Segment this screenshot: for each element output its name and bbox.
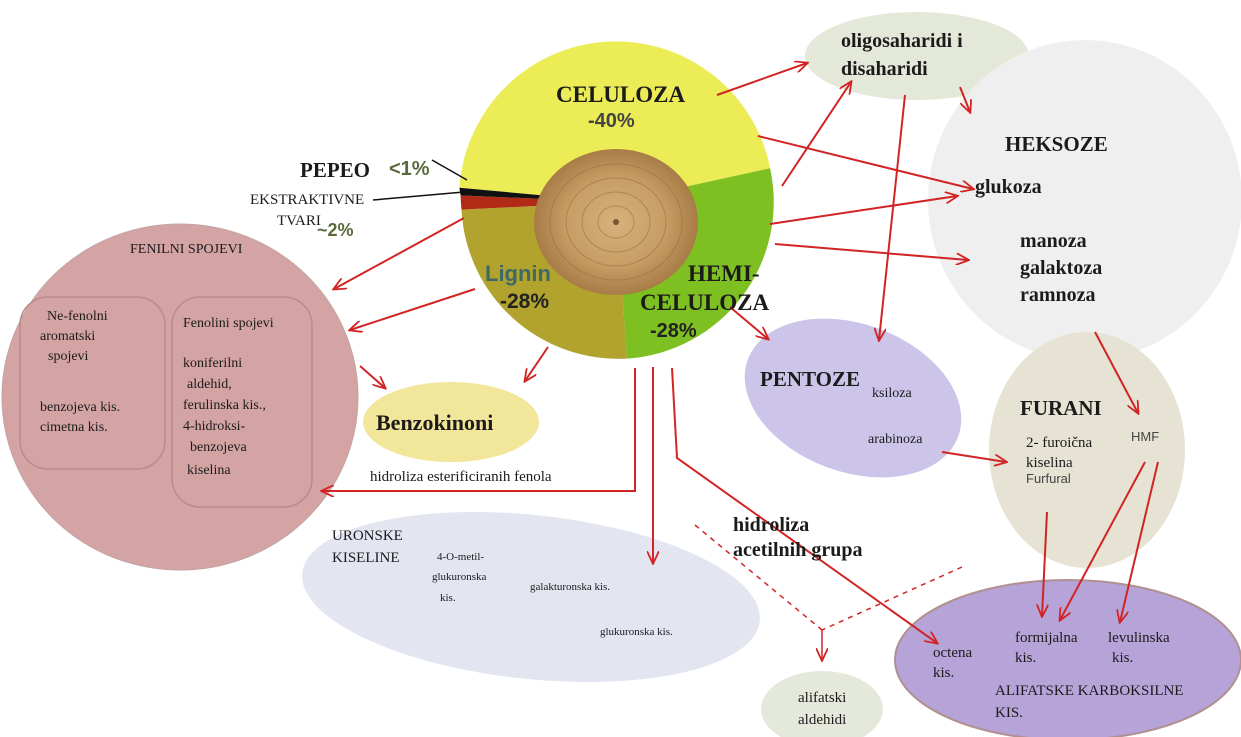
alifatske-title-1: ALIFATSKE KARBOKSILNE xyxy=(995,683,1184,699)
fenolini-line-6: benzojeva xyxy=(190,440,247,455)
oligo-line-2: disaharidi xyxy=(841,58,928,80)
pepeo-pct: <1% xyxy=(389,158,430,180)
aldehidi-ellipse xyxy=(761,671,883,737)
alifatske-ellipse xyxy=(894,579,1241,737)
formijalna-line-2: kis. xyxy=(1015,650,1037,666)
furani-circle xyxy=(989,332,1185,568)
pentoze-ellipse xyxy=(744,318,962,478)
hemi-pct: -28% xyxy=(650,320,697,342)
hemi-label: HEMI- xyxy=(688,261,760,286)
levulinska-line-2: kis. xyxy=(1112,650,1134,666)
levulinska-line-1: levulinska xyxy=(1108,630,1170,646)
manoza-label: manoza xyxy=(1020,230,1087,252)
fenolini-line-4: ferulinska kis., xyxy=(183,398,266,413)
arrow-hemi-manoza xyxy=(774,243,968,260)
ekstrakt-pct: ~2% xyxy=(317,220,354,240)
ekstrakt-label-2: TVARI xyxy=(277,213,321,229)
formijalna-line-1: formijalna xyxy=(1015,630,1078,646)
benzokinoni-label: Benzokinoni xyxy=(376,410,494,435)
fenolini-line-5: 4-hidroksi- xyxy=(183,419,246,434)
fenolini-box xyxy=(171,296,313,508)
acetil-line-2: acetilnih grupa xyxy=(733,539,863,561)
heksoze-circle xyxy=(928,40,1241,360)
central-pie xyxy=(459,41,774,359)
furoicna-line-1: 2- furoična xyxy=(1026,435,1093,451)
furfural-label: Furfural xyxy=(1026,471,1071,486)
fenolini-line-1: Fenolini spojevi xyxy=(183,316,274,331)
arrow-hemi-oligo xyxy=(781,82,851,187)
ekstrakt-label-1: EKSTRAKTIVNE xyxy=(250,192,365,208)
alifatske-title-2: KIS. xyxy=(995,705,1023,721)
octena-line-1: octena xyxy=(933,645,973,661)
uronske-item1-line3: kis. xyxy=(440,592,456,604)
fenilni-title: FENILNI SPOJEVI xyxy=(130,242,243,257)
arrow-celuloza-glukoza xyxy=(757,135,973,189)
arrow-oligo-pentoze xyxy=(879,94,906,340)
aldehidi-line-1: alifatski xyxy=(798,690,847,706)
nefenolni-line-1: Ne-fenolni xyxy=(47,309,108,324)
arrow-arabinoza-furani xyxy=(941,451,1006,462)
uronske-item3: glukuronska kis. xyxy=(600,626,673,638)
fenolini-line-3: aldehid, xyxy=(187,377,232,392)
hmf-label: HMF xyxy=(1131,429,1160,444)
hemi-label-2: CELULOZA xyxy=(640,290,770,315)
heksoze-title: HEKSOZE xyxy=(1005,132,1108,156)
uronske-title-1: URONSKE xyxy=(332,528,403,544)
nefenolni-line-4: benzojeva kis. xyxy=(40,400,121,415)
arrow-pie-fenilni xyxy=(334,217,465,289)
ekstrakt-leader xyxy=(372,191,465,201)
uronske-title-2: KISELINE xyxy=(332,550,400,566)
ramnoza-label: ramnoza xyxy=(1020,284,1096,306)
arrow-hemi-glukoza xyxy=(769,196,957,225)
fenolini-line-2: koniferilni xyxy=(183,356,243,371)
arrow-lignin-benzokinoni xyxy=(525,346,549,381)
lignin-label: Lignin xyxy=(485,261,551,286)
aldehidi-line-2: aldehidi xyxy=(798,712,847,728)
arrow-lignin-fenilni xyxy=(350,288,476,330)
hidroliza-fenola-label: hidroliza esterificiranih fenola xyxy=(370,469,552,485)
uronske-item1-line1: 4-O-metil- xyxy=(437,551,485,563)
arrow-ramnoza-hmf xyxy=(1094,331,1138,413)
uronske-item2: galakturonska kis. xyxy=(530,581,611,593)
nefenolni-box xyxy=(19,296,166,470)
fenolini-line-7: kiselina xyxy=(187,463,231,478)
oligo-line-1: oligosaharidi i xyxy=(841,30,963,52)
arrow-acetil-octena xyxy=(671,367,937,643)
oligo-ellipse xyxy=(805,12,1029,100)
arrow-celuloza-oligo xyxy=(716,63,807,96)
galaktoza-label: galaktoza xyxy=(1020,257,1103,279)
acetil-line-1: hidroliza xyxy=(733,514,810,536)
arrow-hemi-pentoze xyxy=(729,306,768,339)
arrow-hidroliza-fenola xyxy=(322,368,636,491)
arrow-oligo-heksoze xyxy=(959,86,970,112)
pentoze-title: PENTOZE xyxy=(760,367,860,391)
uronske-item1-line2: glukuronska xyxy=(432,571,487,583)
pie-celuloza xyxy=(459,41,771,202)
ksiloza-label: ksiloza xyxy=(872,386,912,401)
octena-line-2: kis. xyxy=(933,665,955,681)
arrows xyxy=(322,63,1159,643)
nefenolni-line-3: spojevi xyxy=(48,349,89,364)
celuloza-label: CELULOZA xyxy=(556,82,686,107)
nefenolni-line-5: cimetna kis. xyxy=(40,420,108,435)
pepeo-leader xyxy=(431,159,468,181)
furani-title: FURANI xyxy=(1020,396,1102,420)
furoicna-line-2: kiselina xyxy=(1026,455,1073,471)
pie-pepeo xyxy=(459,187,616,202)
arrow-hmf-formijalna xyxy=(1060,461,1146,620)
lignin-pct: -28% xyxy=(500,290,550,313)
arabinoza-label: arabinoza xyxy=(868,432,923,447)
nefenolni-line-2: aromatski xyxy=(40,329,96,344)
arrow-fenilni-benzokinoni xyxy=(359,365,385,388)
dashed-arrows xyxy=(694,524,963,660)
arrow-hmf-levulinska xyxy=(1120,461,1159,622)
benzokinoni-ellipse xyxy=(363,382,539,462)
fenilni-circle xyxy=(1,223,359,571)
celuloza-pct: -40% xyxy=(588,110,635,132)
arrow-furfural-formijalna xyxy=(1042,511,1047,616)
uronske-ellipse xyxy=(302,511,760,683)
glukoza-label: glukoza xyxy=(975,176,1042,198)
pepeo-label: PEPEO xyxy=(300,158,371,182)
